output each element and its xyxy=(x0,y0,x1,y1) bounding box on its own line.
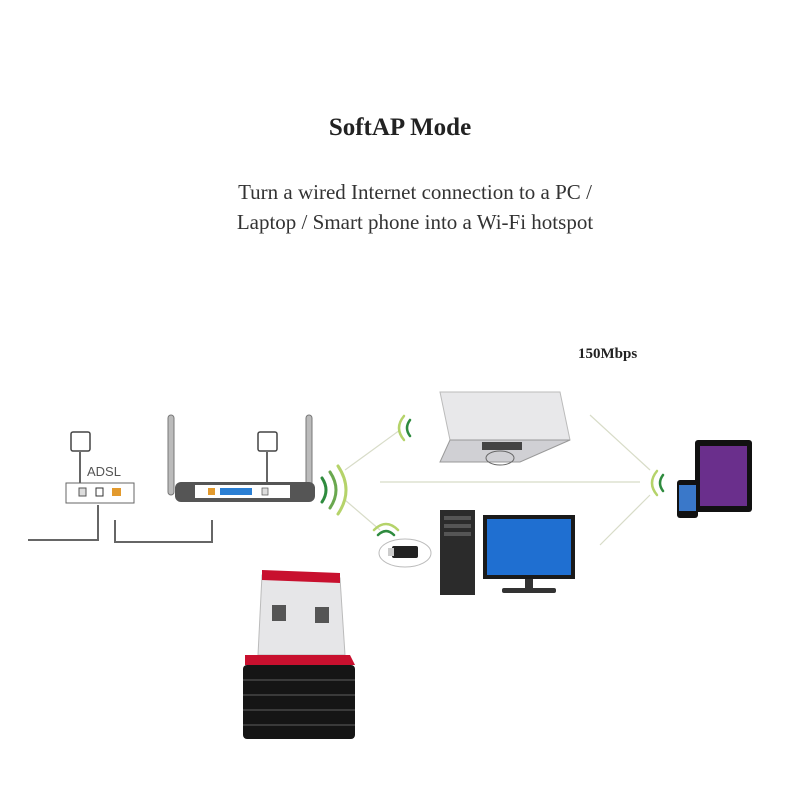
laptop-icon xyxy=(439,391,571,466)
connection-lines xyxy=(344,414,651,546)
tablet-icon xyxy=(695,440,752,512)
adsl-modem-icon xyxy=(65,482,135,504)
smartphone-icon xyxy=(677,480,698,518)
wifi-signal-icon xyxy=(320,414,665,537)
power-outlet-icon xyxy=(70,431,278,452)
speed-label: 150Mbps xyxy=(578,346,638,362)
subtitle-line-1: Turn a wired Internet connection to a PC… xyxy=(238,180,592,204)
pc-tower-icon xyxy=(440,510,475,595)
wireless-router-icon xyxy=(167,414,315,502)
subtitle-line-2: Laptop / Smart phone into a Wi-Fi hotspo… xyxy=(236,210,594,234)
adsl-label: ADSL xyxy=(87,464,121,479)
monitor-icon xyxy=(483,515,575,593)
usb-adapter-small-icon xyxy=(378,538,432,568)
usb-wifi-dongle-icon xyxy=(243,570,355,739)
page-title: SoftAP Mode xyxy=(328,114,472,141)
